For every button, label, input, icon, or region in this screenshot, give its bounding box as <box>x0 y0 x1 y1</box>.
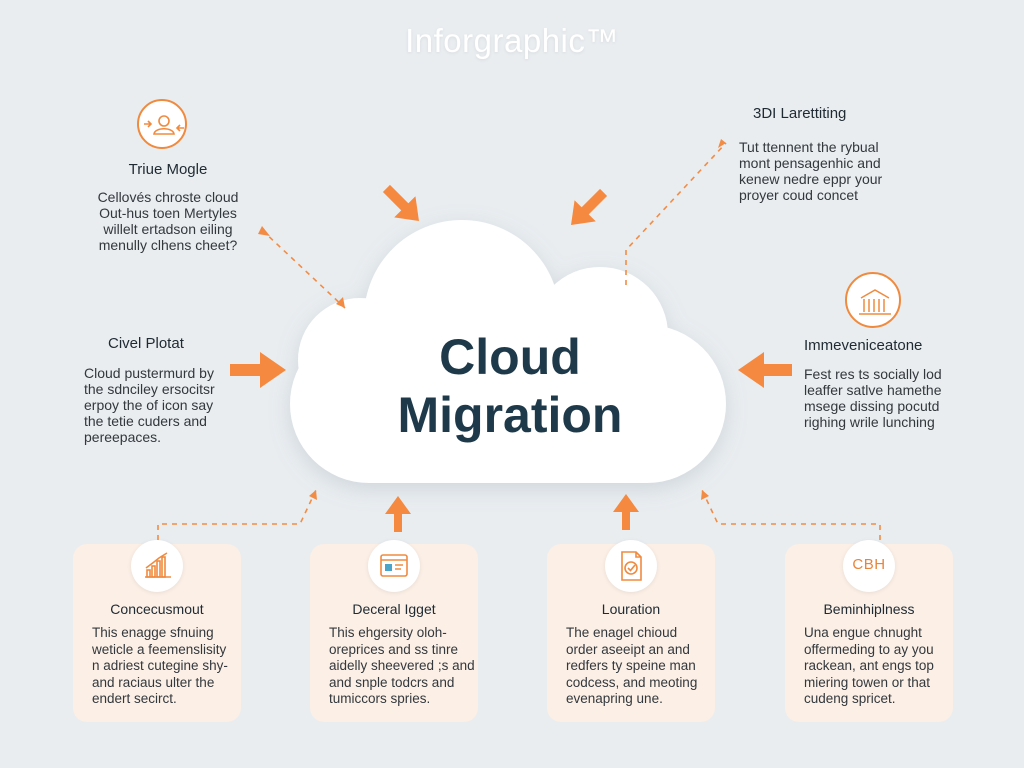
connector-top-left <box>261 229 346 309</box>
block-mid-right: Immeveniceatone Fest res ts socially lod… <box>804 337 974 431</box>
card-4-body: Una engue chnught offermeding to ay you … <box>804 625 934 708</box>
cloud-shape <box>290 220 726 483</box>
block-top-left: Triue Mogle Cellovés chroste cloud Out-h… <box>80 161 256 254</box>
text-line: aidelly sheevered ;s and <box>329 658 475 673</box>
text-line: msege dissing pocutd <box>804 398 940 414</box>
connector-bottom-left <box>157 489 317 540</box>
text-line: endert secirct. <box>92 691 177 706</box>
arrow-top-left <box>382 184 419 221</box>
text-line: menully clhens cheet? <box>98 237 238 253</box>
block-top-right-heading: 3DI Larettiting <box>753 105 847 122</box>
block-top-left-heading: Triue Mogle <box>128 161 208 178</box>
text-line: Una engue chnught <box>804 625 922 640</box>
text-line: oreprices and ss tinre <box>329 641 459 657</box>
card-1: Concecusmout This enagge sfnuing weticle… <box>73 540 241 722</box>
card-2-heading: Deceral Igget <box>352 601 436 617</box>
bar-chart-icon <box>131 540 183 592</box>
cloud-migration-title: Cloud Migration <box>330 328 690 444</box>
dashed-connectors <box>157 142 881 540</box>
text-line: weticle a feemenslisity <box>92 641 227 657</box>
text-line: erpoy the of icon say <box>84 397 214 413</box>
text-line: miering towen or that <box>804 674 931 690</box>
block-top-right-body: Tut ttennent the rybual mont pensagenhic… <box>739 139 919 203</box>
text-line: n adriest cutegine shy- <box>92 658 228 673</box>
card-4-heading: Beminhiplness <box>823 601 915 617</box>
text-line: cudeng spricet. <box>804 691 896 706</box>
card-2: Deceral Igget This ehgersity oloh- orepr… <box>310 540 478 722</box>
text-line: leaffer satlve hamethe <box>804 382 942 398</box>
card-3-body: The enagel chioud order aseeipt an and r… <box>566 625 697 708</box>
text-line: codcess, and meoting <box>566 674 698 690</box>
text-line: willelt ertadson eiling <box>103 221 233 237</box>
text-line: This ehgersity oloh- <box>329 625 447 640</box>
text-line: mont pensagenhic and <box>739 155 881 171</box>
text-line: Fest res ts socially lod <box>804 366 942 382</box>
text-line: and raciaus ulter the <box>92 674 215 690</box>
card-1-body: This enagge sfnuing weticle a feemenslis… <box>92 625 228 708</box>
text-line: and snple todcrs and <box>329 674 455 690</box>
text-line: redfers ty speine man <box>566 658 696 673</box>
arrow-top-right <box>571 188 608 225</box>
text-line: Tut ttennent the rybual <box>739 139 879 155</box>
block-mid-left: Civel Plotat Cloud pustermurd by the sdn… <box>84 335 234 446</box>
block-top-left-body: Cellovés chroste cloud Out-hus toen Mert… <box>80 189 256 253</box>
badge-text-icon: CBH <box>843 540 895 592</box>
user-transfer-icon <box>137 99 187 149</box>
card-4-badge-label: CBH <box>852 556 886 573</box>
card-3-heading: Louration <box>601 601 661 617</box>
text-line: pereepaces. <box>84 429 162 445</box>
cloud-title-line-1: Cloud <box>439 329 581 385</box>
card-2-body: This ehgersity oloh- oreprices and ss ti… <box>329 625 475 708</box>
text-line: This enagge sfnuing <box>92 625 214 640</box>
block-mid-left-heading: Civel Plotat <box>108 335 184 352</box>
text-line: Cloud pustermurd by <box>84 365 214 381</box>
document-check-icon <box>605 540 657 592</box>
block-mid-right-body: Fest res ts socially lod leaffer satlve … <box>804 366 974 430</box>
card-4: CBH Beminhiplness Una engue chnught offe… <box>785 540 953 722</box>
text-line: Out-hus toen Mertyles <box>99 205 237 221</box>
text-line: proyer coud concet <box>739 187 859 203</box>
connector-heads <box>258 139 726 500</box>
card-1-heading: Concecusmout <box>110 601 204 617</box>
text-line: kenew nedre eppr your <box>739 171 883 187</box>
text-line: offermeding to ay you <box>804 641 934 657</box>
block-top-right: 3DI Larettiting Tut ttennent the rybual … <box>739 105 919 204</box>
inbound-arrows <box>230 184 792 532</box>
text-line: rackean, ant engs top <box>804 658 934 673</box>
text-line: evenapring une. <box>566 691 663 706</box>
text-line: tumiccors spries. <box>329 691 431 706</box>
text-line: the tetie cuders and <box>84 413 207 429</box>
connector-top-right <box>625 142 727 285</box>
connector-bottom-right <box>701 489 881 540</box>
infographic-title: Inforgraphic™ <box>405 22 619 59</box>
building-columns-icon <box>845 272 901 328</box>
block-mid-left-body: Cloud pustermurd by the sdnciley ersocit… <box>84 365 234 445</box>
text-line: order aseeipt an and <box>566 641 690 657</box>
arrow-bottom-center-left <box>385 496 411 532</box>
arrow-left <box>230 352 286 388</box>
text-line: righing wrile lunching <box>804 414 935 430</box>
text-line: Cellovés chroste cloud <box>97 189 239 205</box>
text-line: The enagel chioud <box>566 625 678 640</box>
text-line: the sdnciley ersocitsr <box>84 381 215 397</box>
card-3: Louration The enagel chioud order aseeip… <box>547 540 715 722</box>
browser-window-icon <box>368 540 420 592</box>
arrow-bottom-center-right <box>613 494 639 530</box>
cloud-title-line-2: Migration <box>397 387 623 443</box>
arrow-right <box>738 352 792 388</box>
block-mid-right-heading: Immeveniceatone <box>804 337 923 354</box>
